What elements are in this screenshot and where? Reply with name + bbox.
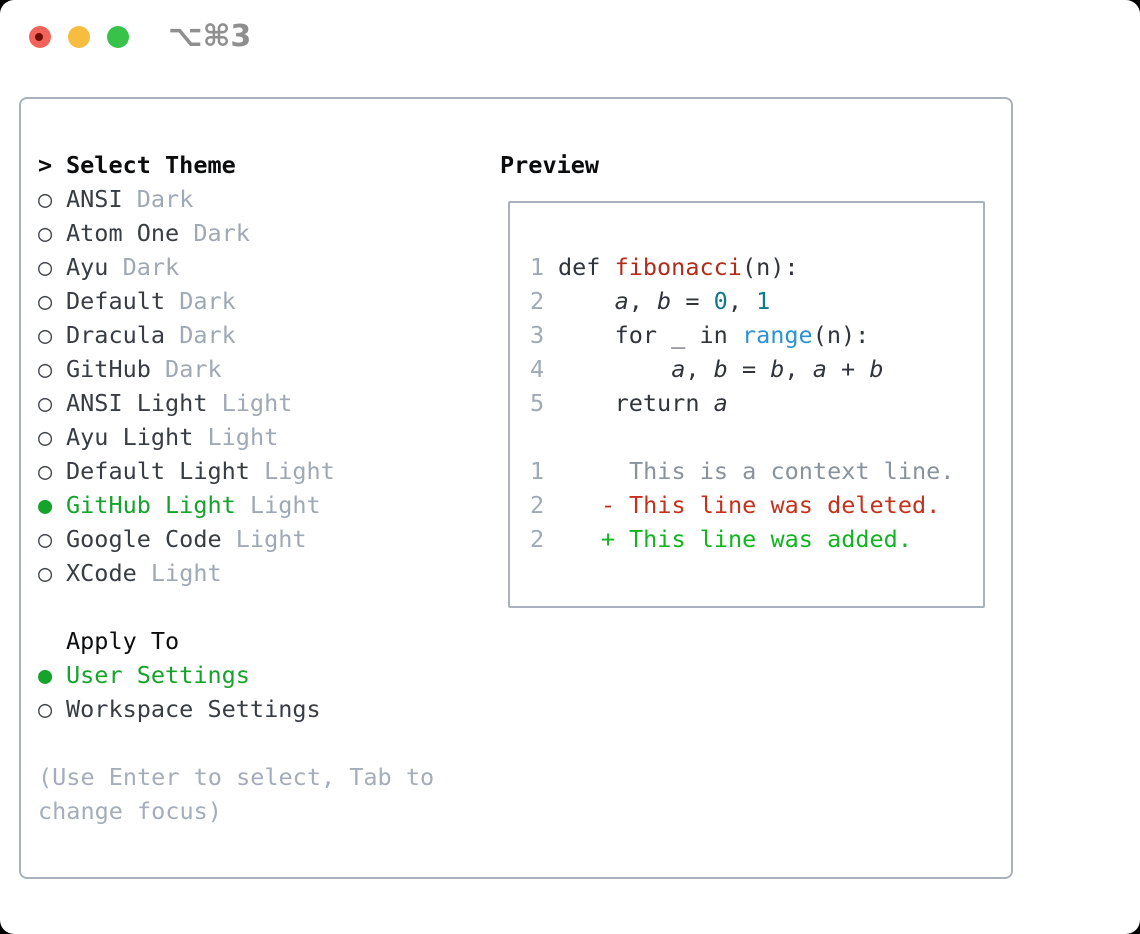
radio-icon: ○ [38, 219, 53, 247]
theme-item-atom-one-dark[interactable]: ○ Atom One Dark [38, 216, 250, 250]
theme-item-ayu-light[interactable]: ○ Ayu Light Light [38, 420, 278, 454]
code-line-3: 3 for _ in range(n): [0, 318, 1013, 352]
theme-name: ANSI Light [66, 389, 208, 417]
diff-text: This line was added. [629, 525, 912, 553]
theme-variant-label: Light [207, 423, 279, 451]
theme-variant-label: Dark [179, 287, 236, 315]
theme-item-default-dark[interactable]: ○ Default Dark [38, 284, 236, 318]
diff-context-line: 1 This is a context line. [0, 454, 1013, 488]
theme-item-default-light[interactable]: ○ Default Light Light [38, 454, 335, 488]
theme-name: GitHub [66, 355, 151, 383]
theme-variant-label: Light [235, 525, 307, 553]
theme-name: Google Code [66, 525, 222, 553]
theme-item-ansi-dark[interactable]: ○ ANSI Dark [38, 182, 193, 216]
theme-name: GitHub Light [66, 491, 236, 519]
theme-variant-label: Light [150, 559, 222, 587]
select-theme-header: > Select Theme [38, 148, 236, 182]
theme-variant-label: Dark [122, 253, 180, 281]
apply-to-workspace-settings[interactable]: ○ Workspace Settings [38, 692, 321, 726]
theme-item-ayu-dark[interactable]: ○ Ayu Dark [38, 250, 179, 284]
theme-variant-label: Light [249, 491, 321, 519]
titlebar: ⌥⌘3 [0, 0, 1140, 72]
line-number: 2 [530, 287, 545, 315]
theme-item-ansi-light[interactable]: ○ ANSI Light Light [38, 386, 292, 420]
theme-name: Dracula [66, 321, 166, 349]
plus-icon: + [601, 525, 616, 553]
diff-deleted-line: 2 -This line was deleted. [0, 488, 1013, 522]
radio-icon: ○ [38, 559, 53, 587]
theme-item-github-light-selected[interactable]: ● GitHub Light Light [38, 488, 321, 522]
preview-header: Preview [500, 151, 600, 179]
radio-icon: ○ [38, 457, 53, 485]
radio-icon: ○ [38, 525, 53, 553]
theme-variant-label: Dark [179, 321, 236, 349]
radio-selected-icon: ● [38, 661, 53, 689]
code-text: for _ in range(n): [558, 321, 870, 349]
radio-icon: ○ [38, 695, 53, 723]
radio-icon: ○ [38, 389, 53, 417]
code-text: a, b = 0, 1 [614, 287, 771, 315]
radio-icon: ○ [38, 287, 53, 315]
radio-icon: ○ [38, 423, 53, 451]
cursor-caret: > [38, 151, 53, 179]
theme-variant-label: Dark [165, 355, 222, 383]
line-number: 2 [530, 491, 545, 519]
theme-item-github-dark[interactable]: ○ GitHub Dark [38, 352, 222, 386]
theme-name: Ayu Light [66, 423, 194, 451]
radio-icon: ○ [38, 321, 53, 349]
code-text: def fibonacci(n): [558, 253, 799, 281]
diff-text: This is a context line. [629, 457, 955, 485]
theme-item-dracula-dark[interactable]: ○ Dracula Dark [38, 318, 236, 352]
line-number: 1 [530, 253, 545, 281]
radio-icon: ○ [38, 185, 53, 213]
theme-variant-label: Dark [136, 185, 194, 213]
code-line-4: 4 a, b = b, a + b [0, 352, 1013, 386]
line-number: 3 [530, 321, 545, 349]
diff-text: This line was deleted. [629, 491, 941, 519]
theme-name: Default [66, 287, 166, 315]
theme-name: Atom One [66, 219, 180, 247]
theme-name: ANSI [66, 185, 123, 213]
theme-variant [123, 185, 137, 213]
minus-icon: - [601, 491, 616, 519]
line-number: 2 [530, 525, 545, 553]
preview-box [508, 201, 985, 608]
theme-item-google-code-light[interactable]: ○ Google Code Light [38, 522, 307, 556]
theme-name: Default Light [66, 457, 250, 485]
theme-item-xcode-light[interactable]: ○ XCode Light [38, 556, 222, 590]
theme-variant-label: Light [221, 389, 293, 417]
diff-added-line: 2 + This line was added. [0, 522, 1013, 556]
hint-text-line2: change focus) [38, 797, 222, 825]
code-line-5: 5 return a [0, 386, 1013, 420]
radio-icon: ○ [38, 355, 53, 383]
code-text: return a [558, 389, 728, 417]
select-theme-header-label: Select Theme [66, 151, 236, 179]
line-number: 1 [530, 457, 545, 485]
zoom-button[interactable] [107, 26, 129, 48]
theme-variant-label: Light [264, 457, 335, 485]
radio-selected-icon: ● [38, 491, 53, 519]
line-number: 5 [530, 389, 545, 417]
code-line-1: 1 def fibonacci(n): [0, 250, 1013, 284]
apply-to-option-label: User Settings [66, 661, 250, 689]
window-title: ⌥⌘3 [168, 19, 252, 54]
close-button[interactable] [29, 26, 51, 48]
theme-variant-label: Dark [193, 219, 250, 247]
apply-to-user-settings[interactable]: ● User Settings [38, 658, 250, 692]
apply-to-header: Apply To [66, 627, 180, 655]
close-dot-icon [35, 33, 43, 41]
apply-to-option-label: Workspace Settings [66, 695, 321, 723]
code-text: a, b = b, a + b [671, 355, 884, 383]
line-number: 4 [530, 355, 545, 383]
theme-name: XCode [66, 559, 137, 587]
code-line-2: 2 a, b = 0, 1 [0, 284, 1013, 318]
minimize-button[interactable] [68, 26, 90, 48]
hint-text-line1: (Use Enter to select, Tab to [38, 763, 435, 791]
radio-icon: ○ [38, 253, 53, 281]
theme-name: Ayu [66, 253, 109, 281]
